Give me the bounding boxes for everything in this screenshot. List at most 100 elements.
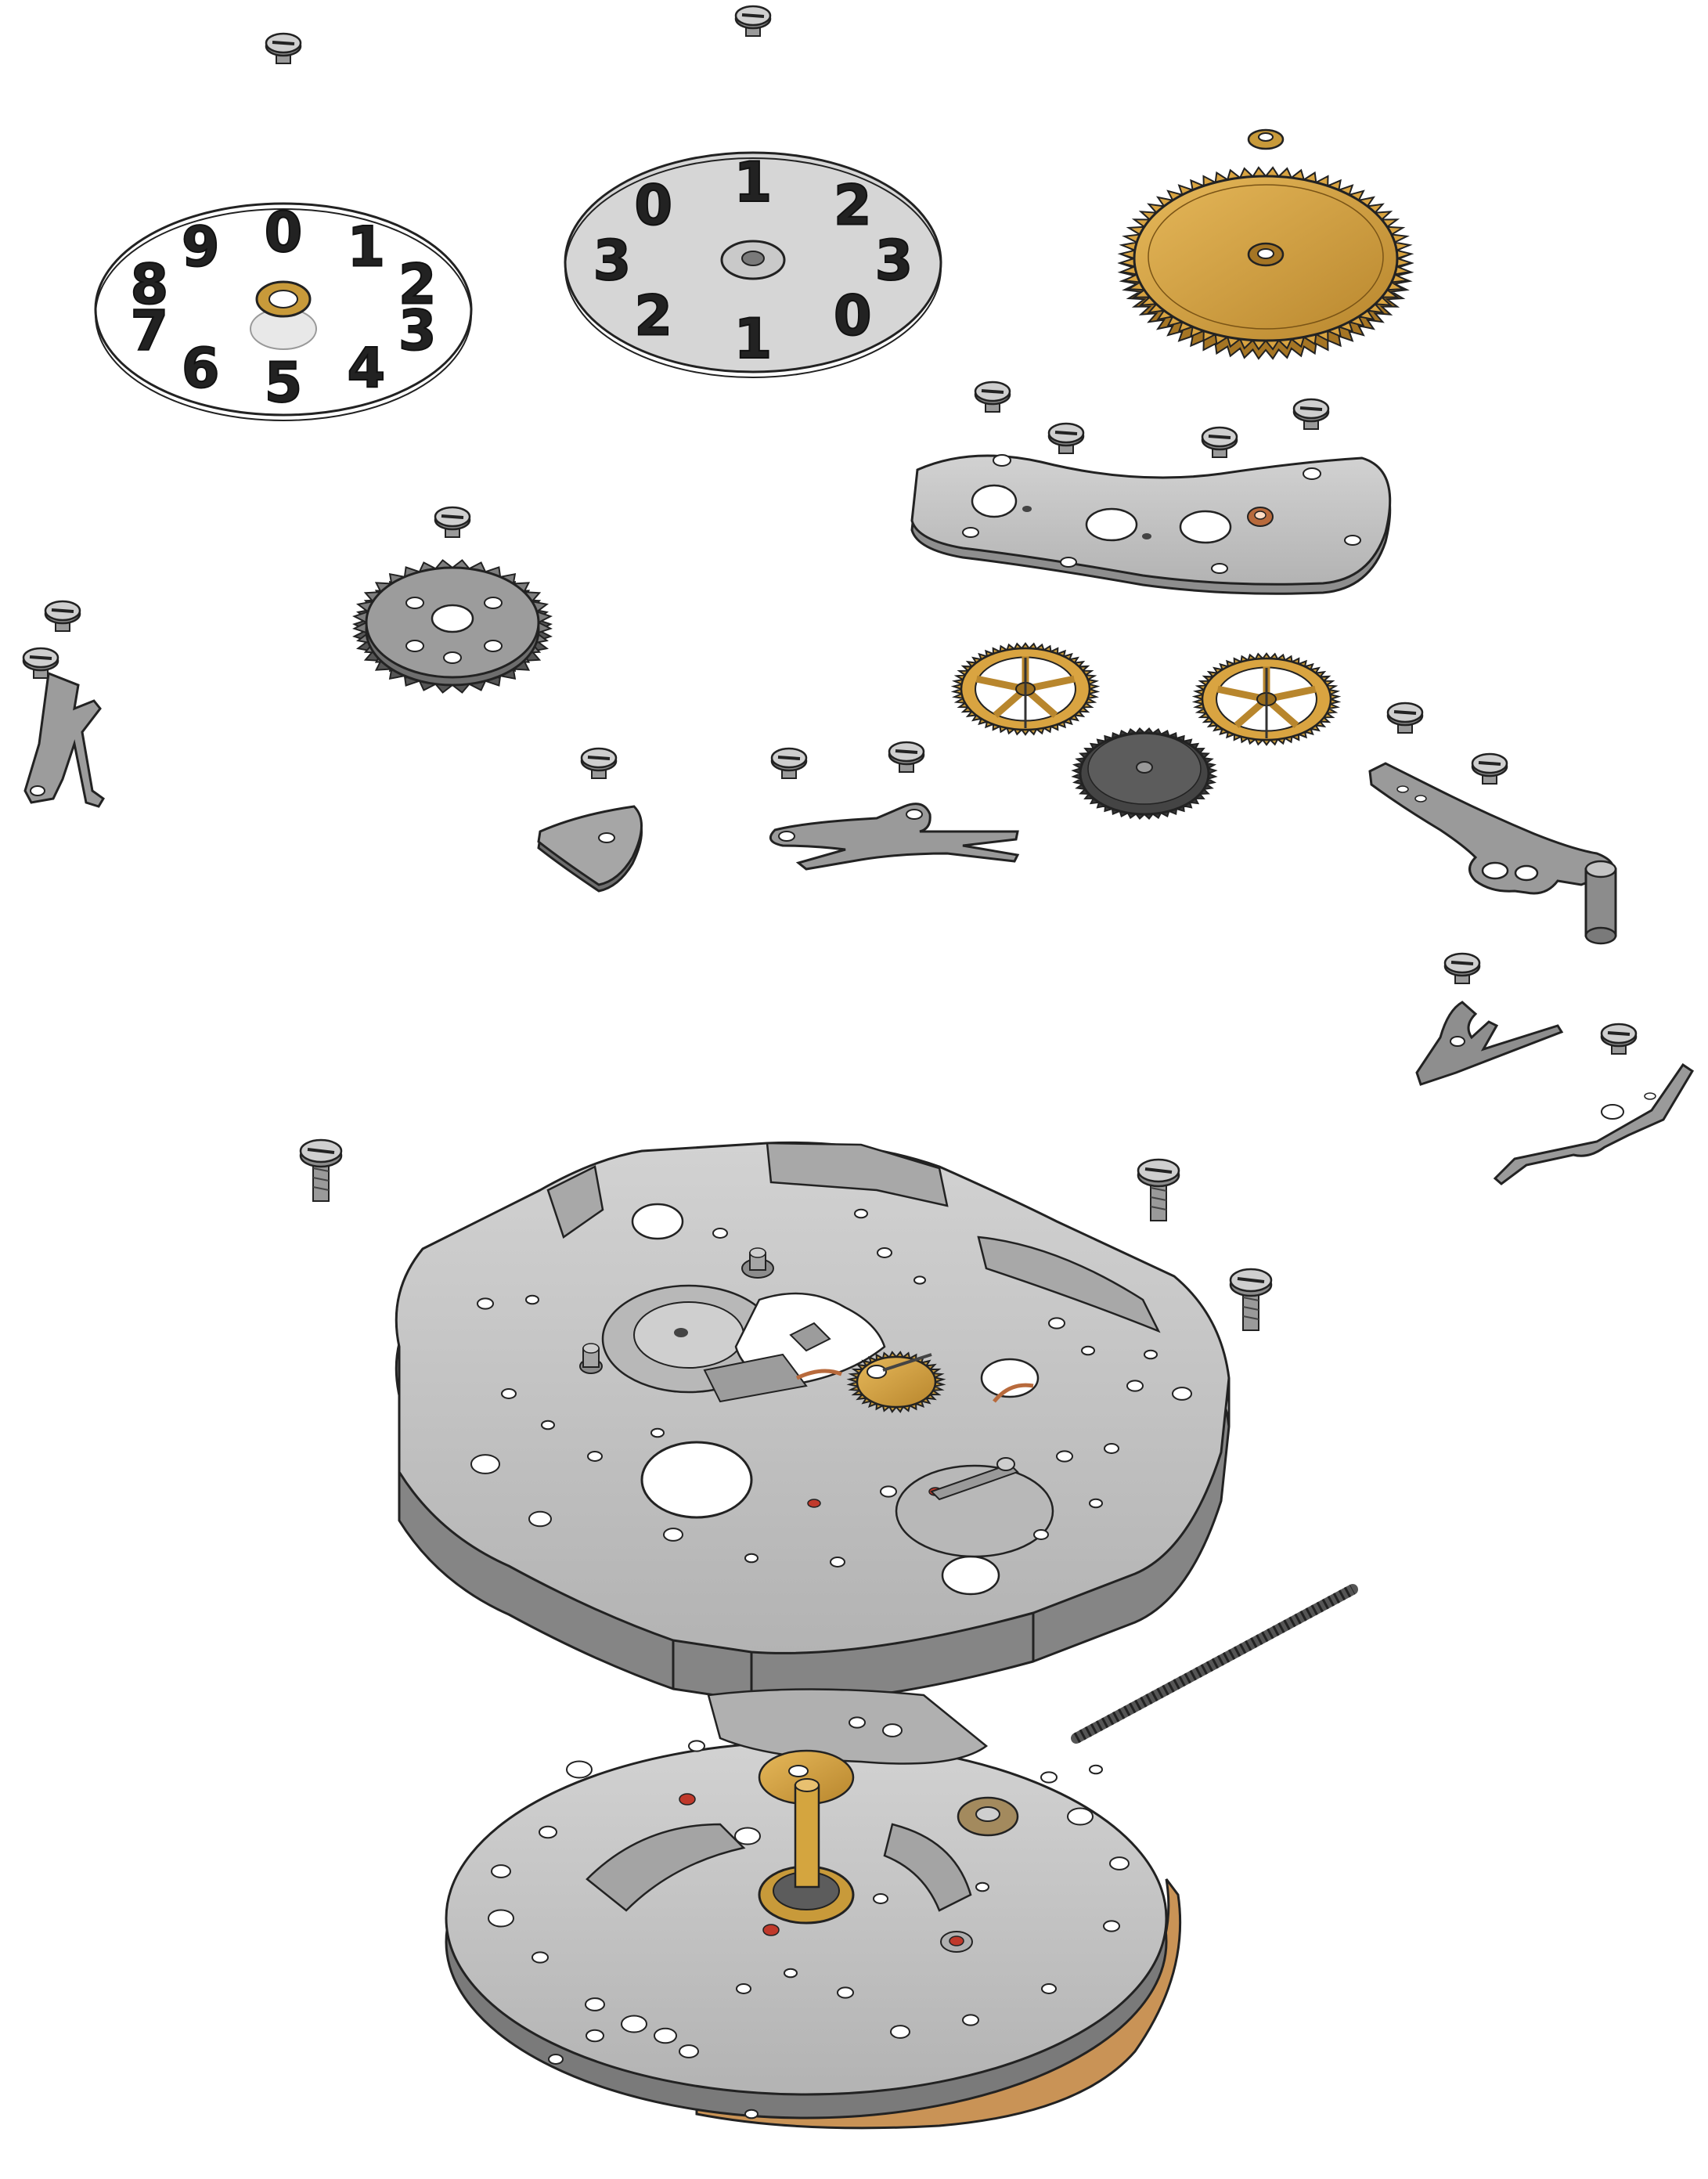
units-numeral: 0 xyxy=(265,200,303,265)
plate-hole xyxy=(744,1553,759,1564)
plate-hole xyxy=(1089,1498,1103,1509)
date-driving-pinion xyxy=(250,280,317,350)
tens-numeral: 0 xyxy=(834,284,872,348)
left-spring-lever xyxy=(23,671,105,808)
screw-plate-right-2 xyxy=(1229,1268,1273,1332)
units-numeral: 6 xyxy=(182,337,220,401)
units-numeral: 2 xyxy=(398,252,437,316)
base-hole xyxy=(736,1983,751,1994)
screw-left-lever-1 xyxy=(44,600,81,633)
third-wheel xyxy=(950,642,1101,736)
screw-bridge-2 xyxy=(1047,422,1085,455)
base-hole xyxy=(531,1951,549,1964)
base-movement xyxy=(445,1584,1358,2130)
screw-ratchet xyxy=(434,506,471,539)
cam-piece xyxy=(537,805,643,893)
screw-detent xyxy=(1600,1023,1638,1055)
base-hole xyxy=(882,1723,903,1737)
base-hole xyxy=(1067,1807,1094,1826)
base-hole xyxy=(548,2054,564,2065)
plate-hole xyxy=(1033,1529,1049,1540)
base-hole xyxy=(491,1864,511,1878)
base-hole xyxy=(1089,1764,1103,1775)
units-numeral: 3 xyxy=(398,299,437,363)
screw-yoke xyxy=(1443,952,1481,985)
base-hole xyxy=(1103,1920,1120,1932)
setting-lever xyxy=(1368,762,1617,945)
screw-cam xyxy=(580,747,618,780)
plate-hole xyxy=(663,1528,683,1542)
plate-hole xyxy=(470,1454,500,1474)
plate-hole xyxy=(913,1275,926,1285)
plate-hole xyxy=(854,1208,868,1219)
base-hole xyxy=(586,2029,604,2043)
plate-hole xyxy=(1104,1443,1119,1454)
plate-hole xyxy=(830,1557,845,1568)
click-spring-lever xyxy=(769,803,1020,871)
plate-hole xyxy=(1144,1349,1158,1360)
plate-hole xyxy=(650,1427,665,1438)
plate-hole xyxy=(1172,1387,1192,1401)
base-hole xyxy=(744,2109,759,2119)
base-hole xyxy=(566,1760,593,1779)
escape-wheel-dark xyxy=(1071,727,1218,820)
base-hole xyxy=(1109,1856,1130,1871)
tens-numeral: 0 xyxy=(634,173,672,237)
base-hole xyxy=(621,2015,647,2033)
plate-hole xyxy=(528,1510,552,1528)
tens-numeral: 3 xyxy=(593,229,632,293)
plate-hole xyxy=(477,1297,494,1310)
yoke-spring xyxy=(1415,1001,1564,1086)
plate-hole xyxy=(880,1485,897,1498)
plate-hole xyxy=(541,1420,555,1430)
screw-bridge-3 xyxy=(1201,426,1238,459)
base-hole xyxy=(654,2027,677,2044)
plate-hole xyxy=(1126,1380,1144,1392)
base-hole xyxy=(488,1909,514,1928)
units-numeral: 9 xyxy=(182,215,220,279)
steel-ratchet-wheel xyxy=(352,559,553,694)
plate-hole xyxy=(1048,1317,1065,1329)
base-hole xyxy=(890,2025,910,2039)
screw-plate-left xyxy=(299,1138,343,1203)
base-hole xyxy=(1040,1771,1058,1784)
plate-hole xyxy=(877,1247,892,1258)
tens-numeral: 2 xyxy=(634,284,672,348)
plate-hole xyxy=(712,1228,728,1239)
screw-top-center xyxy=(734,5,772,38)
base-hole xyxy=(962,2014,979,2026)
screw-left-lever-2 xyxy=(22,647,59,680)
screw-bridge-1 xyxy=(974,381,1011,413)
plate-hole xyxy=(501,1388,517,1399)
base-hole xyxy=(1041,1983,1057,1994)
base-hole xyxy=(849,1716,866,1729)
screw-plate-right-1 xyxy=(1137,1158,1180,1222)
base-hole xyxy=(734,1827,761,1845)
units-numeral: 7 xyxy=(130,299,168,363)
base-hole xyxy=(784,1968,798,1979)
base-hole xyxy=(679,2044,699,2058)
units-numeral: 8 xyxy=(130,252,168,316)
base-hole xyxy=(837,1986,854,1999)
plate-hole xyxy=(525,1294,539,1305)
brass-crown-wheel xyxy=(1117,128,1414,360)
tens-numeral: 2 xyxy=(834,173,872,237)
units-numeral: 5 xyxy=(265,351,303,415)
screw-right-lever-2 xyxy=(1471,752,1508,785)
tens-numeral: 1 xyxy=(734,307,773,371)
tens-numeral: 1 xyxy=(734,150,773,215)
tens-numeral: 3 xyxy=(875,229,913,293)
screw-bridge-4 xyxy=(1292,398,1330,431)
units-numeral: 1 xyxy=(347,215,385,279)
base-hole xyxy=(873,1893,888,1904)
fourth-wheel xyxy=(1191,652,1342,746)
train-bridge xyxy=(910,454,1392,595)
detent-spring xyxy=(1493,1062,1695,1185)
screw-right-lever-1 xyxy=(1386,702,1424,734)
plate-hole xyxy=(1081,1345,1095,1356)
screw-click-1 xyxy=(770,747,808,780)
screw-click-2 xyxy=(888,741,925,774)
